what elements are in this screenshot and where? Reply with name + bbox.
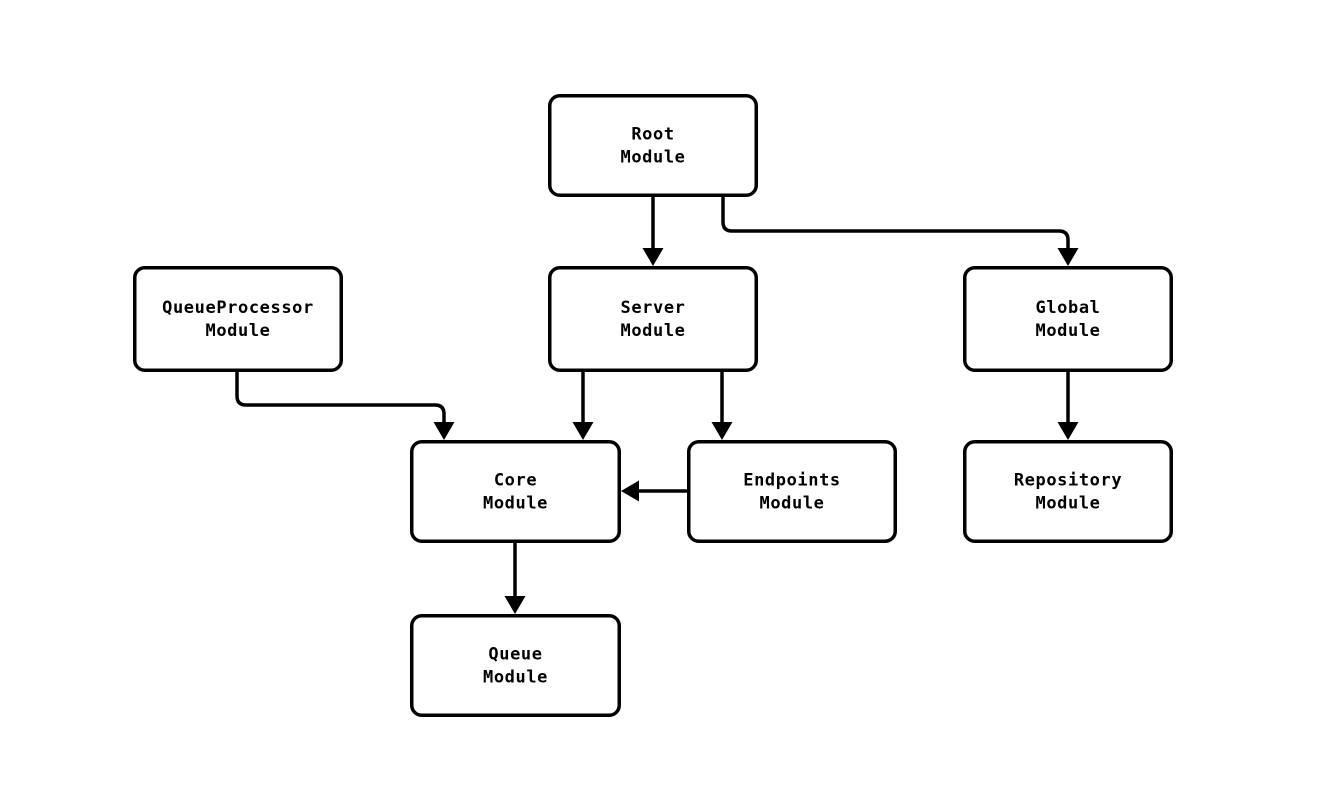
node-label-line2: Module — [205, 321, 270, 341]
node-label-line1: Global — [1035, 298, 1100, 318]
edge-line — [721, 197, 1070, 248]
edge-global-repository — [1057, 372, 1079, 440]
edges-layer — [235, 197, 1079, 614]
node-label-line2: Module — [620, 148, 685, 168]
arrowhead-icon — [711, 422, 733, 440]
node-box[interactable] — [410, 440, 621, 543]
arrowhead-icon — [621, 480, 639, 502]
edge-server-endpoints — [711, 372, 733, 440]
node-box[interactable] — [963, 440, 1173, 543]
node-box[interactable] — [548, 266, 758, 372]
arrowhead-icon — [572, 422, 594, 440]
edge-core-queue — [504, 543, 526, 614]
edge-endpoints-core — [621, 480, 687, 502]
nodes-layer: RootModuleQueueProcessorModuleServerModu… — [133, 94, 1173, 717]
node-box[interactable] — [548, 94, 758, 197]
node-label-line1: Queue — [488, 645, 542, 665]
edge-line — [235, 372, 446, 422]
node-label-line1: QueueProcessor — [162, 298, 314, 318]
node-box[interactable] — [963, 266, 1173, 372]
node-label-line1: Root — [631, 125, 674, 145]
node-label-line2: Module — [620, 321, 685, 341]
arrowhead-icon — [642, 248, 664, 266]
node-label-line2: Module — [1035, 321, 1100, 341]
arrowhead-icon — [433, 422, 455, 440]
node-label-line1: Server — [620, 298, 685, 318]
node-box[interactable] — [410, 614, 621, 717]
node-label-line1: Endpoints — [743, 471, 841, 491]
edge-root-server — [642, 197, 664, 266]
edge-server-core — [572, 372, 594, 440]
node-box[interactable] — [687, 440, 897, 543]
node-label-line1: Repository — [1014, 471, 1122, 491]
arrowhead-icon — [504, 596, 526, 614]
edge-root-global — [721, 197, 1079, 266]
node-label-line2: Module — [483, 494, 548, 514]
arrowhead-icon — [1057, 422, 1079, 440]
arrowhead-icon — [1057, 248, 1079, 266]
node-label-line2: Module — [759, 494, 824, 514]
edge-queueprocessor-core — [235, 372, 455, 440]
node-box[interactable] — [133, 266, 343, 372]
node-label-line1: Core — [494, 471, 537, 491]
node-label-line2: Module — [1035, 494, 1100, 514]
node-label-line2: Module — [483, 668, 548, 688]
